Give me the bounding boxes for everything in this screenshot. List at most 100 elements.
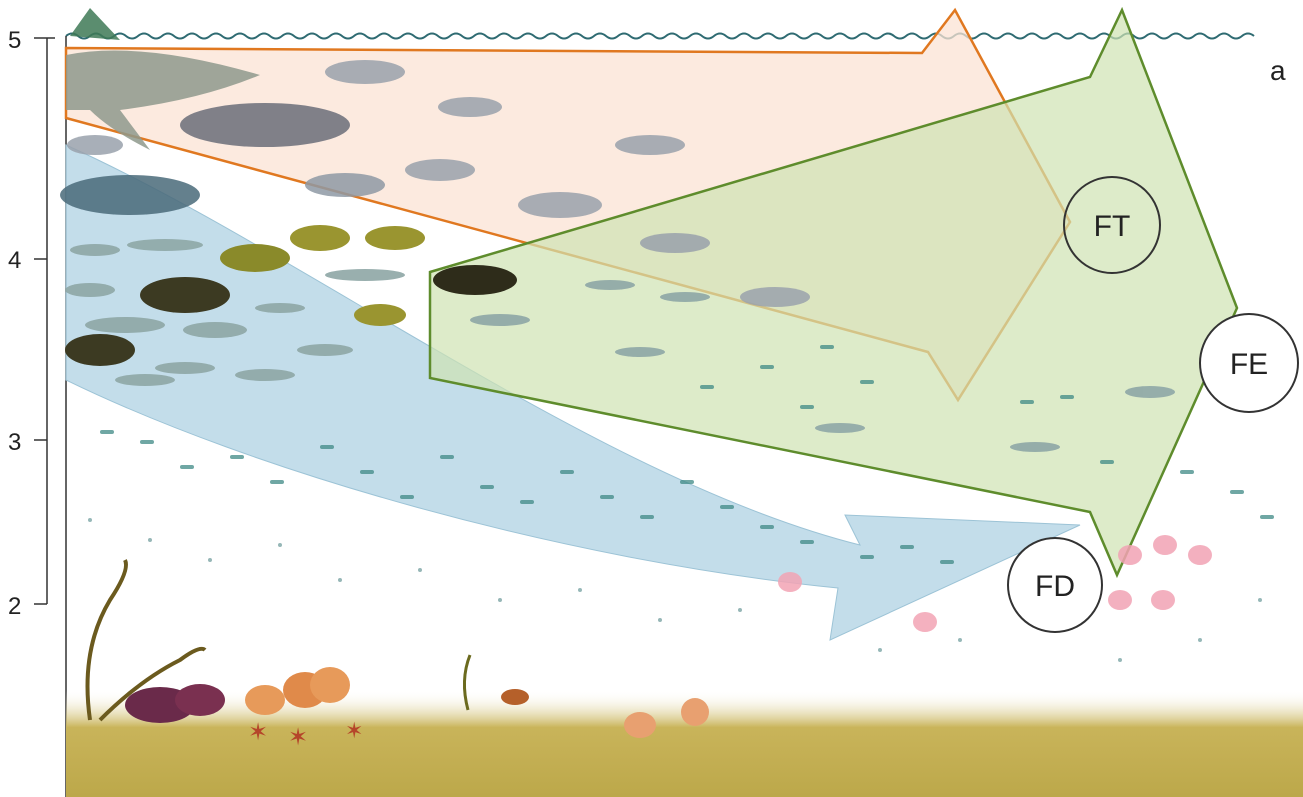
tuna-icon [405, 159, 475, 181]
fish-icon [940, 560, 954, 564]
yellow-fish-icon [220, 244, 290, 272]
plankton-icon [958, 638, 962, 642]
fish-icon [1010, 442, 1060, 452]
yellow-fish-icon [354, 304, 406, 326]
starfish-icon: ✶ [288, 723, 308, 751]
crab-icon [501, 689, 529, 705]
jellyfish-icon [778, 572, 802, 592]
plankton-icon [208, 558, 212, 562]
fish-icon [65, 283, 115, 297]
fish-icon [600, 495, 614, 499]
plankton-icon [338, 578, 342, 582]
fish-icon [230, 455, 244, 459]
fish-icon [1020, 400, 1034, 404]
fish-icon [1230, 490, 1244, 494]
fish-icon [100, 430, 114, 434]
tuna-icon [640, 233, 710, 253]
fish-icon [760, 525, 774, 529]
fish-icon [680, 480, 694, 484]
anemone-icon [175, 684, 225, 716]
tick-label: 3 [8, 429, 21, 456]
fish-icon [1100, 460, 1114, 464]
fish-icon [85, 317, 165, 333]
jellyfish-icon [1108, 590, 1132, 610]
fish-icon [1125, 386, 1175, 398]
starfish-icon: ✶ [345, 719, 363, 744]
rockfish-icon [140, 277, 230, 313]
fish-icon [800, 405, 814, 409]
tick-label: 4 [8, 247, 21, 274]
fish-icon [183, 322, 247, 338]
fish-icon [860, 555, 874, 559]
ft-label: FT [1094, 210, 1131, 243]
fish-icon [325, 269, 405, 281]
fe-label: FE [1230, 348, 1268, 381]
plankton-icon [148, 538, 152, 542]
fish-icon [270, 480, 284, 484]
jellyfish-icon [1118, 545, 1142, 565]
rockfish-icon [433, 265, 517, 295]
fish-icon [255, 303, 305, 313]
plankton-icon [1198, 638, 1202, 642]
tuna-icon [305, 173, 385, 197]
fish-icon [800, 540, 814, 544]
fish-icon [860, 380, 874, 384]
fish-icon [640, 515, 654, 519]
fish-icon [1180, 470, 1194, 474]
plankton-icon [418, 568, 422, 572]
plankton-icon [658, 618, 662, 622]
plankton-icon [878, 648, 882, 652]
fish-icon [470, 314, 530, 326]
tuna-icon [740, 287, 810, 307]
fish-icon [67, 135, 123, 155]
plankton-icon [578, 588, 582, 592]
plankton-icon [738, 608, 742, 612]
jellyfish-icon [1151, 590, 1175, 610]
fish-icon [297, 344, 353, 356]
tuna-icon [325, 60, 405, 84]
starfish-icon: ✶ [248, 718, 268, 746]
yellow-fish-icon [290, 225, 350, 251]
fish-icon [70, 244, 120, 256]
fish-icon [720, 505, 734, 509]
sponge-icon [624, 712, 656, 738]
plankton-icon [88, 518, 92, 522]
fish-icon [820, 345, 834, 349]
shark-fin-icon [70, 8, 120, 40]
sponge-icon [681, 698, 709, 726]
fish-icon [480, 485, 494, 489]
fd-label: FD [1035, 570, 1075, 603]
plankton-icon [1118, 658, 1122, 662]
fish-icon [1060, 395, 1074, 399]
fish-icon [520, 500, 534, 504]
fish-icon [615, 347, 665, 357]
fish-icon [760, 365, 774, 369]
tuna-icon [438, 97, 502, 117]
tuna-icon [180, 103, 350, 147]
tick-label: 5 [8, 27, 21, 54]
fish-icon [320, 445, 334, 449]
fish-icon [235, 369, 295, 381]
trophic-level-axis: 5 4 3 2 [8, 27, 55, 620]
rockfish-icon [65, 334, 135, 366]
fish-icon [900, 545, 914, 549]
fd-node: FD [1008, 538, 1102, 632]
fish-icon [1260, 515, 1274, 519]
fish-icon [180, 465, 194, 469]
fish-icon [815, 423, 865, 433]
tick-label: 2 [8, 593, 21, 620]
jellyfish-icon [1153, 535, 1177, 555]
fish-icon [560, 470, 574, 474]
fish-icon [400, 495, 414, 499]
fe-node: FE [1200, 314, 1298, 412]
tuna-icon [518, 192, 602, 218]
fish-icon [127, 239, 203, 251]
plankton-icon [1258, 598, 1262, 602]
tuna-icon [615, 135, 685, 155]
sponge-icon [245, 685, 285, 715]
sponge-icon [310, 667, 350, 703]
plankton-icon [278, 543, 282, 547]
tuna-icon [60, 175, 200, 215]
fish-icon [585, 280, 635, 290]
